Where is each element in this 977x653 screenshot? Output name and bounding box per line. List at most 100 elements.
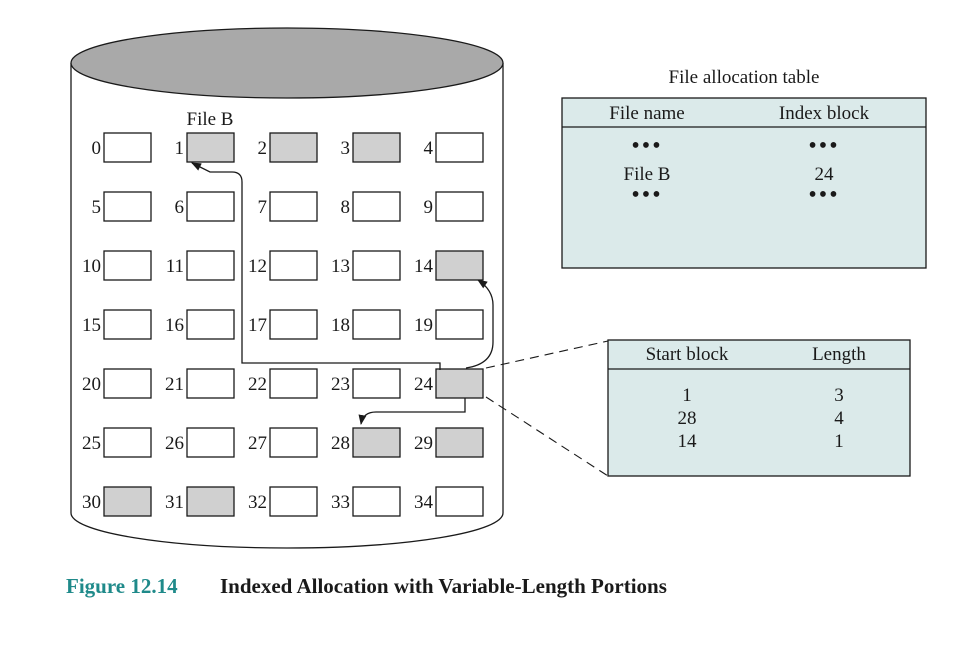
free-disk-block bbox=[352, 368, 401, 399]
free-disk-block bbox=[186, 309, 235, 340]
index-row-2-length: 1 bbox=[834, 431, 844, 452]
free-disk-block bbox=[269, 486, 318, 517]
pointer-arrows bbox=[191, 162, 494, 425]
free-disk-block bbox=[352, 309, 401, 340]
block-number: 11 bbox=[166, 256, 184, 277]
file-b-label: File B bbox=[187, 109, 234, 130]
free-disk-block bbox=[269, 191, 318, 222]
fat-row-1-index: 24 bbox=[815, 164, 835, 185]
block-number: 8 bbox=[341, 197, 351, 218]
fat-row-2-index: ••• bbox=[808, 182, 839, 208]
index-row-1-length: 4 bbox=[834, 408, 844, 429]
index-row-2-start: 14 bbox=[678, 431, 698, 452]
file-allocation-table: File allocation table File name Index bl… bbox=[561, 67, 927, 269]
used-disk-block bbox=[435, 250, 484, 281]
block-number: 0 bbox=[92, 138, 102, 159]
block-number: 3 bbox=[341, 138, 351, 159]
index-row-1-start: 28 bbox=[678, 408, 697, 429]
free-disk-block bbox=[186, 191, 235, 222]
fat-row-0-index: ••• bbox=[808, 133, 839, 159]
fat-row-2-file: ••• bbox=[631, 182, 662, 208]
free-disk-block bbox=[435, 132, 484, 163]
arrow-to-block-28 bbox=[358, 398, 466, 425]
block-number: 17 bbox=[248, 315, 267, 336]
fat-header-file-name: File name bbox=[609, 103, 684, 124]
used-disk-block bbox=[435, 427, 484, 458]
block-number: 15 bbox=[82, 315, 101, 336]
block-number: 22 bbox=[248, 374, 267, 395]
free-disk-block bbox=[103, 250, 152, 281]
used-disk-block bbox=[186, 486, 235, 517]
cylinder-body bbox=[70, 63, 504, 549]
used-disk-block bbox=[352, 132, 401, 163]
block-number: 29 bbox=[414, 433, 433, 454]
free-disk-block bbox=[269, 368, 318, 399]
arrow-to-block-14 bbox=[465, 279, 494, 369]
block-number: 12 bbox=[248, 256, 267, 277]
used-disk-block bbox=[103, 486, 152, 517]
block-number: 24 bbox=[414, 374, 434, 395]
block-number: 1 bbox=[175, 138, 185, 159]
block-number: 26 bbox=[165, 433, 184, 454]
index-expansion-lines bbox=[485, 340, 609, 477]
arrow-to-block-1 bbox=[191, 162, 441, 370]
used-disk-block bbox=[352, 427, 401, 458]
fat-row-0-file: ••• bbox=[631, 133, 662, 159]
block-number: 13 bbox=[331, 256, 350, 277]
block-number: 25 bbox=[82, 433, 101, 454]
block-number: 30 bbox=[82, 492, 101, 513]
block-number: 9 bbox=[424, 197, 434, 218]
block-number: 5 bbox=[92, 197, 102, 218]
block-number: 18 bbox=[331, 315, 350, 336]
fat-row-1-file: File B bbox=[624, 164, 671, 185]
block-number: 32 bbox=[248, 492, 267, 513]
used-disk-block bbox=[186, 132, 235, 163]
cylinder-top bbox=[70, 27, 504, 99]
block-number: 6 bbox=[175, 197, 185, 218]
block-number: 21 bbox=[165, 374, 184, 395]
free-disk-block bbox=[352, 250, 401, 281]
used-disk-block bbox=[269, 132, 318, 163]
block-number: 4 bbox=[424, 138, 434, 159]
free-disk-block bbox=[103, 132, 152, 163]
free-disk-block bbox=[269, 309, 318, 340]
block-number: 27 bbox=[248, 433, 267, 454]
figure-number: Figure 12.14 bbox=[66, 574, 178, 598]
block-number: 23 bbox=[331, 374, 350, 395]
free-disk-block bbox=[186, 427, 235, 458]
index-header-start-block: Start block bbox=[646, 344, 729, 365]
dashed-line-top bbox=[485, 340, 609, 369]
block-number: 28 bbox=[331, 433, 350, 454]
figure-title: Indexed Allocation with Variable-Length … bbox=[220, 574, 667, 598]
block-number: 2 bbox=[258, 138, 268, 159]
free-disk-block bbox=[435, 309, 484, 340]
used-disk-block bbox=[435, 368, 484, 399]
index-block-table: Start block Length 1 3 28 4 14 1 bbox=[607, 339, 911, 477]
free-disk-block bbox=[103, 368, 152, 399]
free-disk-block bbox=[103, 427, 152, 458]
index-table-box bbox=[607, 339, 911, 477]
index-row-0-start: 1 bbox=[682, 385, 692, 406]
free-disk-block bbox=[269, 250, 318, 281]
free-disk-block bbox=[435, 191, 484, 222]
dashed-line-bottom bbox=[485, 396, 609, 477]
free-disk-block bbox=[186, 250, 235, 281]
block-number: 20 bbox=[82, 374, 101, 395]
index-header-length: Length bbox=[812, 344, 866, 365]
block-number: 7 bbox=[258, 197, 268, 218]
free-disk-block bbox=[186, 368, 235, 399]
block-number: 19 bbox=[414, 315, 433, 336]
free-disk-block bbox=[269, 427, 318, 458]
block-number: 33 bbox=[331, 492, 350, 513]
disk-cylinder bbox=[70, 27, 504, 549]
block-number: 16 bbox=[165, 315, 184, 336]
block-number: 31 bbox=[165, 492, 184, 513]
index-row-0-length: 3 bbox=[834, 385, 844, 406]
block-number: 10 bbox=[82, 256, 101, 277]
fat-box bbox=[561, 97, 927, 269]
free-disk-block bbox=[435, 486, 484, 517]
free-disk-block bbox=[352, 191, 401, 222]
block-number: 14 bbox=[414, 256, 434, 277]
